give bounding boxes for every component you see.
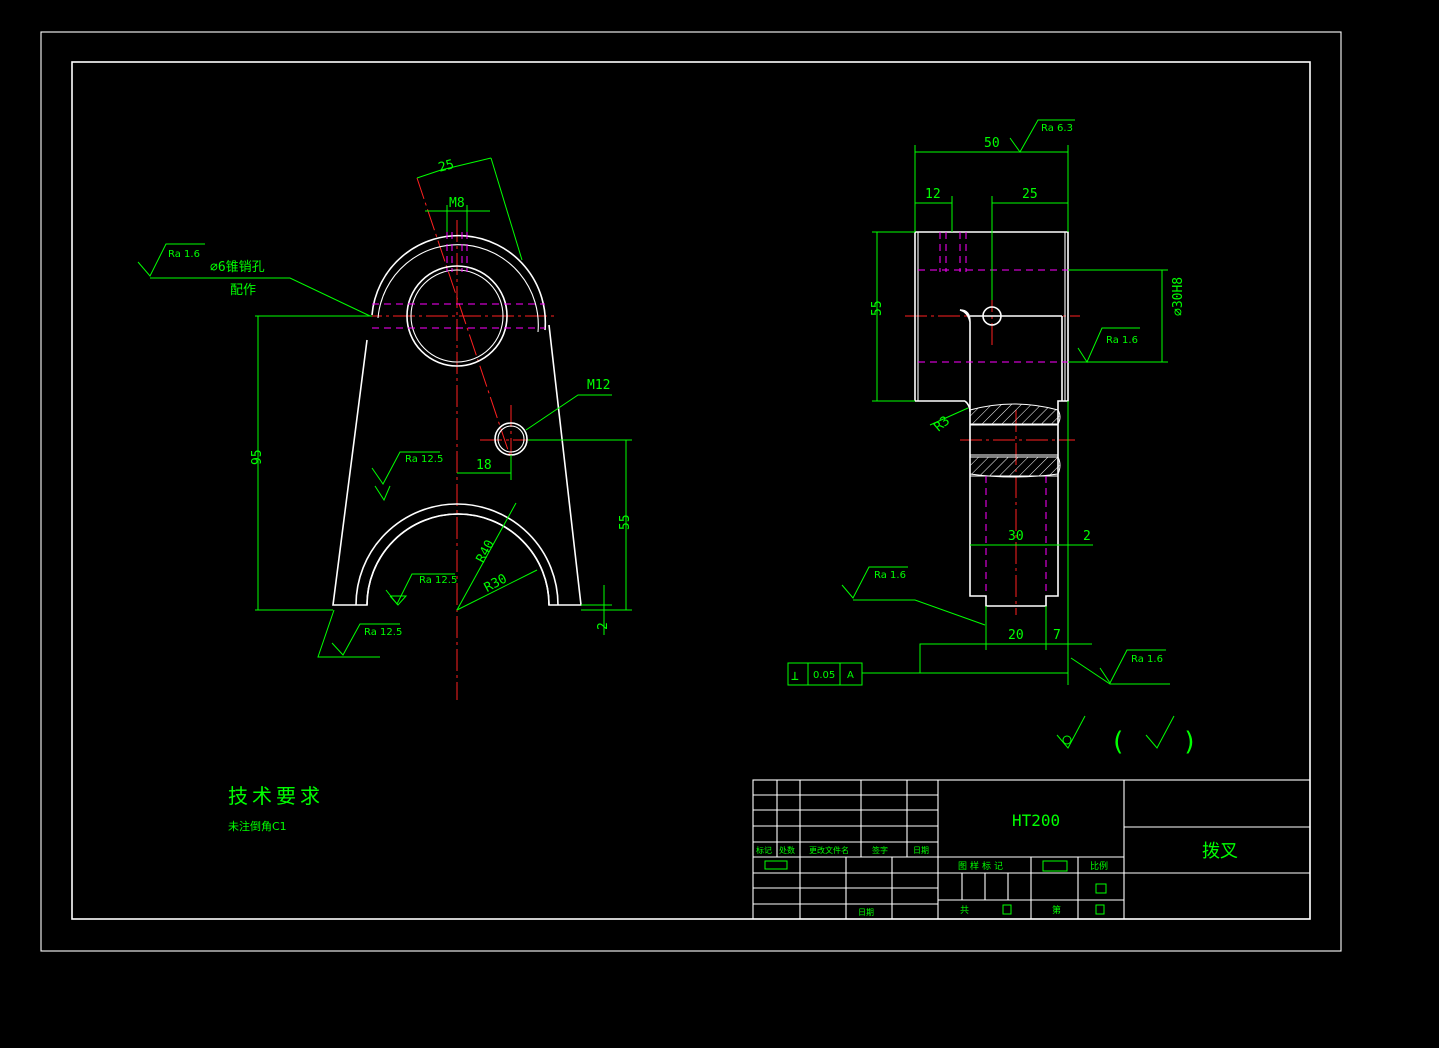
tech-req-note: 未注倒角C1 <box>228 819 287 833</box>
tol-symbol: ⊥ <box>791 669 799 684</box>
date-label: 日期 <box>858 908 874 917</box>
dim-m8: M8 <box>449 196 465 211</box>
dim-7: 7 <box>1053 628 1061 643</box>
dim-30: 30 <box>1008 529 1024 544</box>
dim-55-front: 55 <box>618 514 633 530</box>
rev-header-1: 处数 <box>779 845 795 855</box>
part-name: 拨叉 <box>1202 841 1238 862</box>
pin-note-line1: ⌀6锥销孔 <box>210 260 265 275</box>
dim-r3: R3 <box>931 413 953 435</box>
dim-r30: R30 <box>482 571 510 595</box>
front-view: 25 M8 ⌀6锥销孔 配作 Ra 1.6 95 M12 18 55 2 <box>137 157 633 700</box>
tech-req-title: 技术要求 <box>228 784 324 808</box>
sheet-label: 第 <box>1052 904 1061 916</box>
dim-25: 25 <box>437 157 456 176</box>
ra-bottom-right: Ra 1.6 <box>1131 654 1163 665</box>
dim-20: 20 <box>1008 628 1024 643</box>
side-view: 50 Ra 6.3 12 25 55 ⌀30H8 Ra 1.6 R3 30 2 <box>787 119 1186 686</box>
general-roughness: ( ) <box>1056 715 1198 757</box>
rev-header-0: 标记 <box>756 845 772 855</box>
dim-25-side: 25 <box>1022 187 1038 202</box>
ratio-label: 比例 <box>1090 860 1108 872</box>
paren-open: ( <box>1110 727 1126 757</box>
dim-55-side: 55 <box>870 300 885 316</box>
ra-top: Ra 6.3 <box>1041 123 1073 134</box>
tol-datum: A <box>847 670 854 681</box>
paren-close: ) <box>1182 727 1198 757</box>
total-label: 共 <box>960 905 969 916</box>
tol-value: 0.05 <box>813 670 835 681</box>
pin-note-line2: 配作 <box>230 283 256 298</box>
ra-upper: Ra 12.5 <box>405 454 443 465</box>
title-block: 标记 处数 更改文件名 签字 日期 日期 HT200 拨叉 图样标记 比例 共 … <box>752 779 1311 920</box>
stage-label: 图样标记 <box>958 860 1006 872</box>
ra-arch: Ra 12.5 <box>419 575 457 586</box>
dim-m12: M12 <box>587 378 610 393</box>
rev-header-3: 签字 <box>872 845 888 855</box>
ra-base: Ra 12.5 <box>364 627 402 638</box>
material: HT200 <box>1012 811 1060 830</box>
dim-2-side: 2 <box>1083 529 1091 544</box>
ra-bore: Ra 1.6 <box>1106 335 1138 346</box>
dim-18: 18 <box>476 458 492 473</box>
dim-95: 95 <box>250 449 265 465</box>
outer-frame <box>40 31 1342 952</box>
rev-header-4: 日期 <box>913 846 929 855</box>
ra-bottom-left: Ra 1.6 <box>874 570 906 581</box>
dim-2-front: 2 <box>596 622 611 630</box>
ra-pin: Ra 1.6 <box>168 249 200 260</box>
dim-bore: ⌀30H8 <box>1171 277 1186 316</box>
dim-50: 50 <box>984 136 1000 151</box>
dim-12: 12 <box>925 187 941 202</box>
inner-frame <box>71 61 1311 920</box>
rev-header-2: 更改文件名 <box>809 845 849 855</box>
